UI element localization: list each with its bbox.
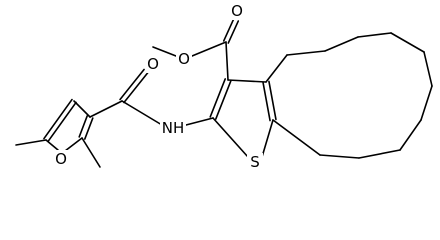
bond-furan-o-c2 (64, 137, 83, 152)
bond-furan-c2-methyl (81, 137, 101, 168)
bond-o-methyl (152, 46, 177, 57)
bond-thiophene-c5-c4-a (268, 80, 277, 121)
bond-n-thiophene (185, 117, 214, 126)
chemical-structure: O O NH S O O (15, 2, 433, 171)
bond-furan-c2-c3-b (78, 115, 88, 138)
bond-macrocycle-4 (390, 32, 425, 53)
bond-ester-c-o-b (222, 18, 235, 42)
furan-oxygen-label: O (55, 150, 67, 168)
bond-macrocycle-5 (423, 51, 433, 87)
bond-furan-c4-c5-b (47, 101, 77, 143)
atom-labels: O O NH S O O (53, 2, 263, 171)
bond-carbonyl-n (121, 100, 163, 126)
bond-amide-c-o-b (119, 68, 145, 101)
amide-carbonyl-oxygen-label: O (147, 55, 159, 73)
bond-furan-c2-c3-a (84, 117, 94, 140)
bond-furan-c4-c5-a (43, 98, 73, 140)
bond-furan-c3-c4 (73, 100, 91, 118)
bonds (15, 18, 433, 168)
bond-macrocycle-3 (357, 32, 392, 38)
bond-macrocycle-2 (324, 36, 359, 52)
bond-c3-ester-c (225, 41, 229, 81)
bond-thiophene-c4-c3 (227, 79, 267, 83)
bond-thiophene-c2-c3-a (214, 80, 232, 120)
bond-macrocycle-1 (286, 50, 326, 56)
bond-macrocycle-7 (399, 119, 422, 151)
thiophene-sulfur-label: S (250, 153, 260, 171)
bond-thiophene-c2-c3-b (209, 78, 227, 118)
bond-macrocycle-8 (358, 149, 401, 159)
bond-macrocycle-9 (319, 154, 360, 159)
bond-c3-carbonyl (89, 100, 123, 118)
bond-amide-c-o-a (123, 71, 149, 104)
bond-macrocycle-0 (265, 54, 288, 83)
bond-ester-c-o-ether (191, 41, 227, 57)
bond-furan-c5-methyl (15, 139, 47, 146)
ester-carbonyl-oxygen-label: O (231, 2, 243, 20)
bond-thiophene-c2-s (212, 117, 249, 158)
bond-ester-c-o-a (227, 20, 240, 44)
bond-thiophene-s-c5 (261, 119, 274, 158)
bond-macrocycle-6 (420, 85, 433, 121)
bond-thiophene-c5-c4-b (262, 81, 271, 122)
bond-macrocycle-10 (272, 119, 321, 156)
ester-ether-oxygen-label: O (178, 50, 190, 68)
amide-nitrogen-label: NH (162, 119, 185, 137)
